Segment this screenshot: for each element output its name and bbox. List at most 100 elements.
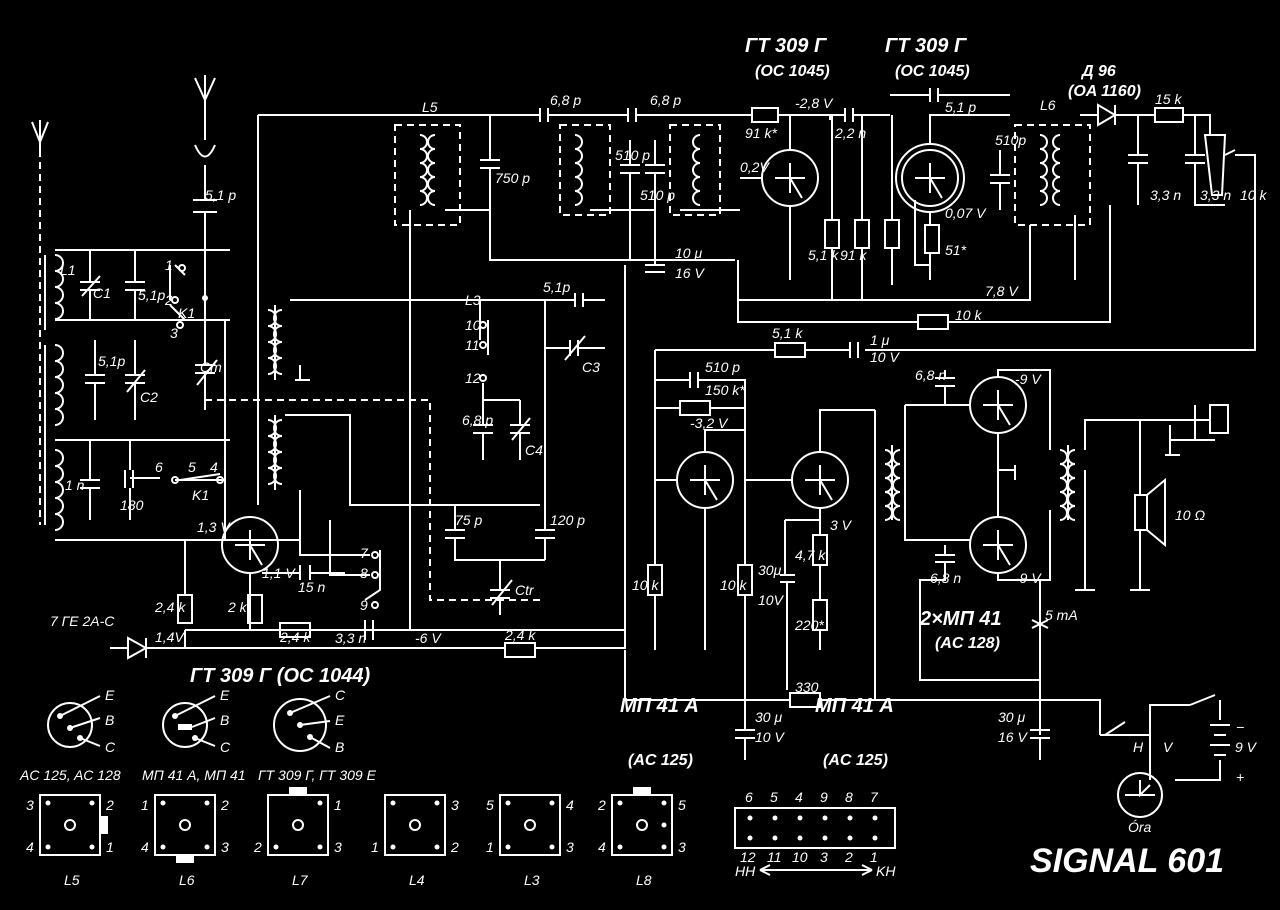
K1-bottom-label: K1 — [192, 487, 209, 503]
res-label: 10 k — [632, 577, 659, 593]
volt-label: -9 V — [1015, 371, 1042, 387]
pot-label: 10 k — [1240, 187, 1267, 203]
switch-V-label: V — [1163, 739, 1174, 755]
pin-C: C — [335, 687, 346, 703]
res-label: 150 k* — [705, 382, 745, 398]
plus-label: + — [1236, 769, 1244, 785]
res-label: 5,1 k — [772, 325, 803, 341]
pin-label: 10 — [465, 317, 481, 333]
t4-equiv: (AC 125) — [628, 752, 693, 769]
cap-label: 5,1p — [98, 353, 125, 369]
coil-L7: 1 2 3 L7 — [253, 787, 342, 888]
coil-name: L3 — [524, 872, 540, 888]
out-type: 2×МП 41 — [919, 608, 1002, 630]
pin-label: 8 — [360, 565, 368, 581]
volt-label: 0,07 V — [945, 205, 987, 221]
coil-pin: 3 — [451, 797, 459, 813]
volt-label: 10V — [758, 592, 785, 608]
t1-equiv: (OC 1045) — [755, 63, 830, 80]
volt-label: -3,2 V — [690, 415, 729, 431]
cap-label: 1 μ — [870, 332, 890, 348]
out-equiv: (AC 128) — [935, 635, 1000, 652]
power-supply — [110, 285, 1230, 818]
cap-label: 510p — [995, 132, 1026, 148]
pin-label: 5 — [188, 459, 196, 475]
connector-pin: 10 — [792, 849, 808, 865]
K1-top-label: K1 — [178, 305, 195, 321]
cap-label: 30 μ — [755, 709, 782, 725]
coil-pin: 1 — [486, 839, 494, 855]
t5-equiv: (AC 125) — [823, 752, 888, 769]
connector-block: 6 5 4 9 8 7 12 11 10 3 2 1 HH KH — [734, 789, 896, 879]
pin-label: 11 — [465, 337, 480, 353]
Cm-label: Cm — [200, 359, 222, 375]
cap-label: 510 p — [640, 187, 675, 203]
cap-label: 75 p — [455, 512, 482, 528]
cap-label: 5,1 p — [945, 99, 976, 115]
cap-label: 30 μ — [998, 709, 1025, 725]
coil-pin: 4 — [141, 839, 149, 855]
detector — [737, 103, 1256, 351]
pin-B: B — [220, 712, 229, 728]
coil-pin: 4 — [26, 839, 34, 855]
pin-label: 12 — [465, 370, 481, 386]
t2-type: ГТ 309 Г — [885, 35, 968, 57]
cap-1n-label: 1 n — [65, 477, 85, 493]
t3-type: ГТ 309 Г (OC 1044) — [190, 665, 371, 687]
pin-B: B — [335, 739, 344, 755]
if-amplifiers — [737, 88, 1091, 301]
res-label: 2,4 k — [504, 627, 536, 643]
res-label: 91 k — [840, 247, 867, 263]
res-label: 4,7 k — [795, 547, 826, 563]
coil-pin: 2 — [105, 797, 114, 813]
res-label: 91 k* — [745, 125, 777, 141]
connector-left-label: HH — [735, 863, 756, 879]
pinout-caption: AC 125, AC 128 — [19, 767, 121, 783]
af-preamp — [647, 342, 875, 710]
coil-L8: 2 5 4 3 L8 — [597, 787, 686, 888]
pinout-mp41: E B C МП 41 А, МП 41 — [142, 687, 246, 783]
res-label: 15 k — [1155, 91, 1182, 107]
ref-diode-label: 7 ГЕ 2А-С — [50, 613, 115, 629]
pin-C: C — [220, 739, 231, 755]
t2-equiv: (OC 1045) — [895, 63, 970, 80]
volt-label: 0,2V — [740, 159, 770, 175]
res-label: 5,1 k — [808, 247, 839, 263]
coil-name: L4 — [409, 872, 425, 888]
coil-name: L6 — [179, 872, 195, 888]
coil-pin: 3 — [334, 839, 342, 855]
cap-label: 120 p — [550, 512, 585, 528]
connector-pin: 1 — [870, 849, 878, 865]
res-label: 51* — [945, 242, 967, 258]
cap-label: 6,8 p — [462, 412, 493, 428]
battery-label: 9 V — [1235, 739, 1258, 755]
res-label: 10 k — [955, 307, 982, 323]
cap-label: 30μ — [758, 562, 782, 578]
coil-pinouts: 3 2 4 1 L5 1 2 4 3 L6 1 2 3 L7 — [26, 787, 686, 888]
volt-label: 10 V — [870, 349, 900, 365]
coil-pin: 3 — [678, 839, 686, 855]
mixer-stage — [177, 115, 625, 640]
res-label: 220* — [794, 617, 824, 633]
coil-pin: 5 — [678, 797, 686, 813]
coil-pin: 4 — [566, 797, 574, 813]
component-labels: 5,1 p L1 C1 5,1p K1 5,1p C2 Cm 1 n 180 K… — [60, 91, 1267, 835]
volt-label: 3 V — [830, 517, 853, 533]
C4-label: C4 — [525, 442, 543, 458]
pin-E: E — [335, 712, 345, 728]
L5-label: L5 — [422, 99, 438, 115]
coil-name: L5 — [64, 872, 80, 888]
pin-label: 4 — [210, 459, 218, 475]
speaker-label: 10 Ω — [1175, 507, 1205, 523]
connector-pin: 8 — [845, 789, 853, 805]
t5-type: МП 41 А — [815, 695, 894, 717]
connector-pin: 2 — [844, 849, 853, 865]
pin-label: 1 — [165, 257, 173, 273]
switch-H-label: H — [1133, 739, 1144, 755]
C2-label: C2 — [140, 389, 158, 405]
pin-label: 2 — [164, 292, 173, 308]
cap-label: 2,2 n — [834, 125, 866, 141]
connector-pin: 5 — [770, 789, 778, 805]
t1-type: ГТ 309 Г — [745, 35, 828, 57]
